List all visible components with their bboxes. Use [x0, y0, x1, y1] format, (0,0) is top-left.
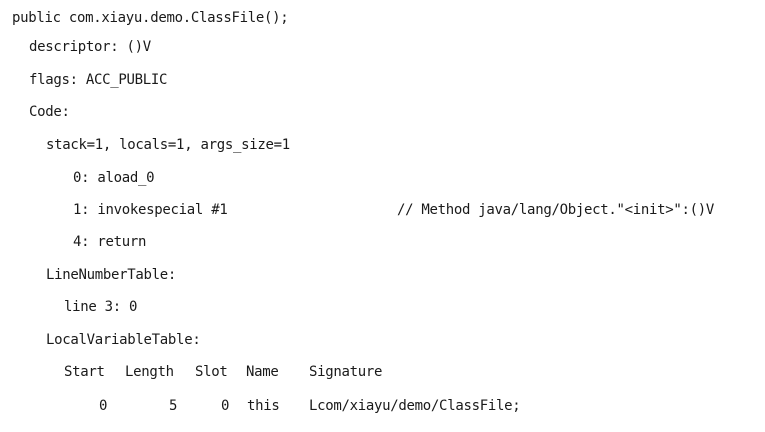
lvt-cell-length: 5 — [169, 398, 178, 414]
lvt-header-start: Start — [64, 364, 105, 380]
lvt-header-name: Name — [246, 364, 279, 380]
lvt-header-signature: Signature — [309, 364, 383, 380]
local-variable-table-label: LocalVariableTable: — [46, 332, 201, 348]
instruction-comment: // Method java/lang/Object."<init>":()V — [397, 202, 715, 218]
instruction-line: 4: return — [73, 234, 147, 250]
lvt-cell-slot: 0 — [221, 398, 230, 414]
instruction-line: 0: aload_0 — [73, 170, 155, 186]
lvt-cell-name: this — [247, 398, 280, 414]
stack-info: stack=1, locals=1, args_size=1 — [46, 137, 290, 153]
lvt-cell-start: 0 — [99, 398, 108, 414]
descriptor-line: descriptor: ()V — [29, 39, 151, 55]
line-number-entry: line 3: 0 — [64, 299, 138, 315]
lvt-header-slot: Slot — [195, 364, 228, 380]
flags-line: flags: ACC_PUBLIC — [29, 72, 168, 88]
lvt-header-length: Length — [125, 364, 174, 380]
method-signature: public com.xiayu.demo.ClassFile(); — [12, 10, 289, 26]
instruction-line: 1: invokespecial #1 — [73, 202, 228, 218]
code-label: Code: — [29, 104, 70, 120]
lvt-cell-signature: Lcom/xiayu/demo/ClassFile; — [309, 398, 521, 414]
line-number-table-label: LineNumberTable: — [46, 267, 177, 283]
